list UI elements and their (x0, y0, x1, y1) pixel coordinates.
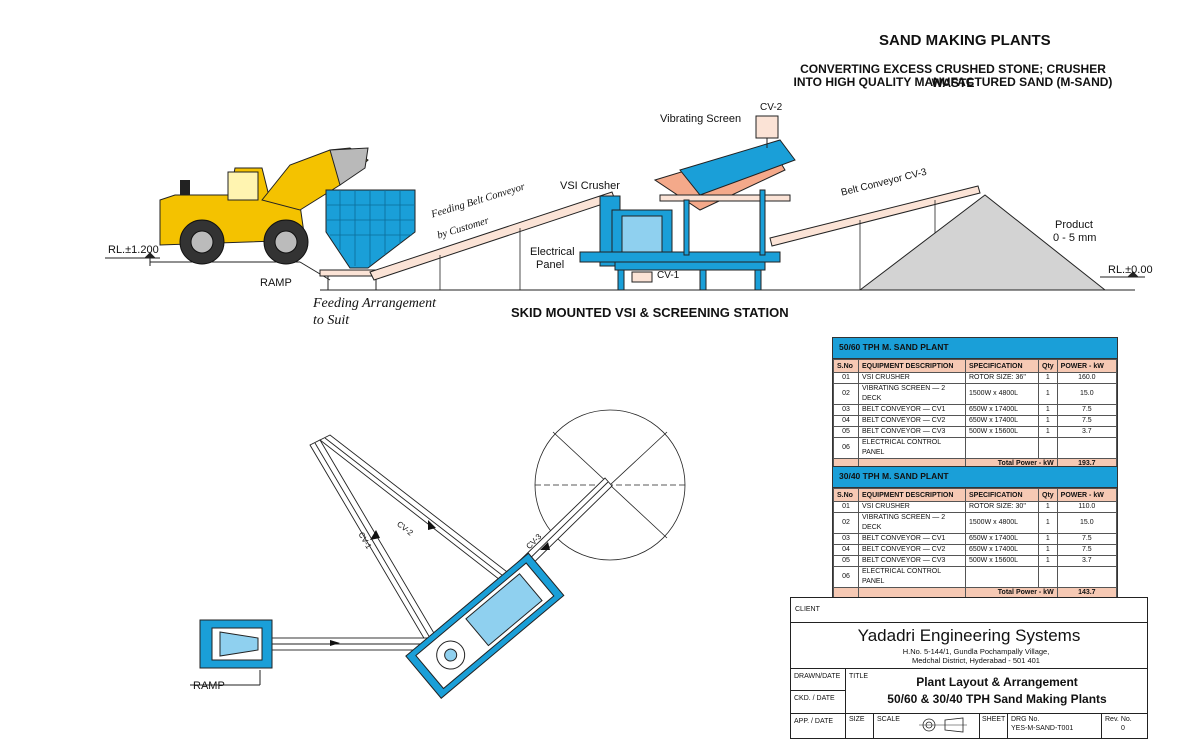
belt-conveyor-cv3 (769, 185, 981, 290)
plan-flow-arrows (330, 520, 550, 646)
electrical-panel-label-2: Panel (536, 259, 565, 271)
cv1-label: CV-1 (657, 270, 680, 281)
spec-table-caption: 30/40 TPH M. SAND PLANT (833, 467, 1117, 488)
col-spec: SPECIFICATION (965, 488, 1039, 502)
projection-symbol-icon (919, 717, 967, 733)
ramp-label-elevation: RAMP (260, 277, 292, 289)
page-subtitle-1: CONVERTING EXCESS CRUSHED STONE; CRUSHER… (800, 62, 1106, 90)
plan-ramp-label: RAMP (193, 680, 225, 692)
feeding-arrangement-label: Feeding Arrangement (313, 296, 436, 311)
col-qty: Qty (1038, 488, 1058, 502)
client-label: CLIENT (795, 606, 820, 613)
company-name: Yadadri Engineering Systems (857, 626, 1081, 645)
col-qty: Qty (1038, 359, 1058, 373)
spec-table-30-40: 30/40 TPH M. SAND PLANT S.No EQUIPMENT D… (832, 466, 1118, 600)
feeding-arrangement-label-2: to Suit (313, 313, 350, 328)
level-marker-right (1126, 271, 1140, 278)
spec-table-caption: 50/60 TPH M. SAND PLANT (833, 338, 1117, 359)
title-block: CLIENT Yadadri Engineering Systems H.No.… (790, 597, 1148, 739)
rev-value: 0 (1121, 725, 1125, 732)
company-address-2: Medchal District, Hyderabad - 501 401 (912, 656, 1040, 665)
level-marker-left (143, 252, 157, 266)
ckd-date-label: CKD. / DATE (794, 695, 835, 702)
page-title: SAND MAKING PLANTS (879, 32, 1051, 49)
page-subtitle-2: INTO HIGH QUALITY MANUFACTURED SAND (M-S… (793, 75, 1113, 89)
col-sno: S.No (833, 488, 859, 502)
rl-right-label: RL.±0.00 (1108, 264, 1153, 276)
col-sno: S.No (833, 359, 859, 373)
vibrating-screen-label: Vibrating Screen (660, 113, 742, 125)
rev-label: Rev. No. (1105, 716, 1132, 723)
product-size-label: 0 - 5 mm (1053, 232, 1097, 244)
electrical-panel-label: Electrical (530, 246, 575, 258)
drawn-date-label: DRAWN/DATE (794, 673, 841, 680)
size-label: SIZE (849, 716, 865, 723)
company-address-1: H.No. 5-144/1, Gundla Pochampally Villag… (902, 647, 1050, 656)
sheet-label: SHEET (982, 716, 1006, 723)
plan-skid-station (405, 552, 565, 699)
wheel-loader-icon (159, 147, 369, 265)
app-date-label: APP. / DATE (794, 718, 834, 725)
col-desc: EQUIPMENT DESCRIPTION (858, 359, 966, 373)
product-label: Product (1055, 219, 1093, 231)
col-desc: EQUIPMENT DESCRIPTION (858, 488, 966, 502)
stockpile-icon (858, 194, 1107, 291)
drawing-title-1: Plant Layout & Arrangement (916, 675, 1078, 689)
plan-drawing (190, 409, 686, 699)
vsi-station-icon (579, 195, 781, 291)
scale-label: SCALE (877, 716, 900, 723)
feed-hopper-icon (319, 189, 416, 290)
cv2-label: CV-2 (760, 102, 783, 113)
plan-ramp-hopper (190, 619, 273, 686)
col-power: POWER - kW (1056, 359, 1118, 373)
drg-no-label: DRG No. (1011, 716, 1040, 723)
vsi-crusher-label: VSI Crusher (560, 180, 620, 192)
rl-left-label: RL.±1.200 (108, 244, 159, 256)
elevation-drawing (105, 115, 1145, 291)
col-spec: SPECIFICATION (965, 359, 1039, 373)
drg-no-value: YES-M-SAND-T001 (1011, 725, 1074, 732)
spec-table-50-60: 50/60 TPH M. SAND PLANT S.No EQUIPMENT D… (832, 337, 1118, 471)
vibrating-screen-icon (653, 115, 796, 256)
title-label: TITLE (849, 673, 869, 680)
col-power: POWER - kW (1056, 488, 1118, 502)
drawing-title-2: 50/60 & 30/40 TPH Sand Making Plants (887, 692, 1107, 706)
station-title: SKID MOUNTED VSI & SCREENING STATION (511, 305, 789, 320)
